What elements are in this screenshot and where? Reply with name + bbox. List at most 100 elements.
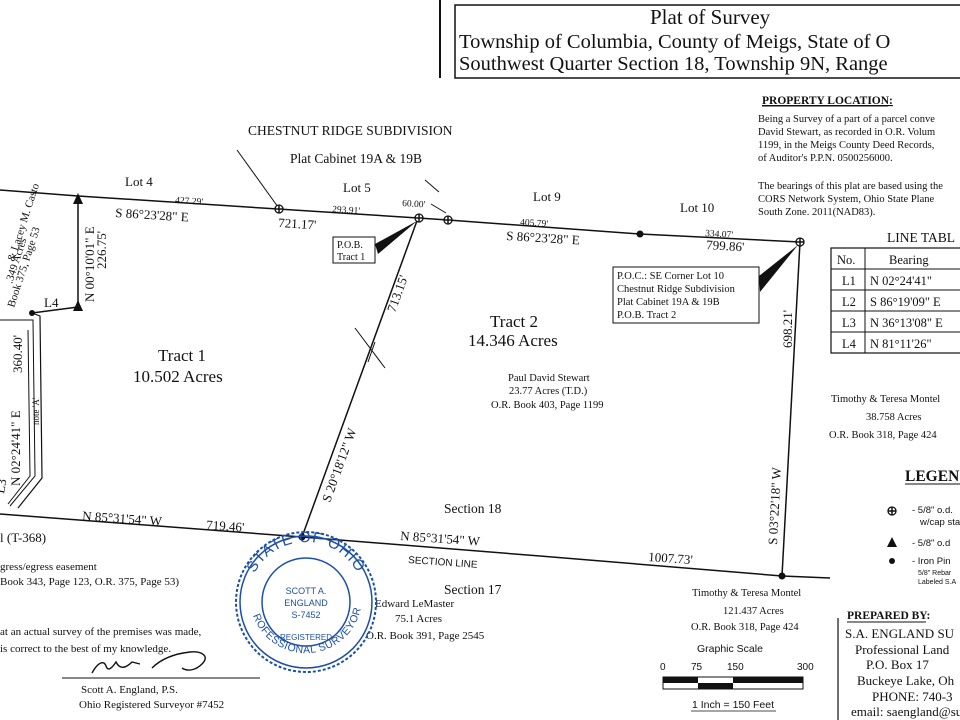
property-location-heading: PROPERTY LOCATION:: [762, 95, 893, 107]
tract1-acres: 10.502 Acres: [133, 367, 223, 386]
prepared-by-line: S.A. ENGLAND SU: [845, 626, 955, 641]
prepared-by-line: PHONE: 740-3: [872, 689, 953, 704]
title-block: Plat of Survey Township of Columbia, Cou…: [439, 0, 960, 79]
rebar-triangle-icon: [73, 300, 83, 311]
graphic-scale: Graphic Scale 0 75 150 300 1 Inch = 150 …: [660, 643, 814, 712]
distance-label: 405.79': [520, 218, 549, 230]
line-table-bearing: N 02°24'41": [870, 274, 932, 288]
prepared-by: PREPARED BY: S.A. ENGLAND SU Professiona…: [837, 610, 960, 720]
poc-line: Plat Cabinet 19A & 19B: [617, 297, 720, 308]
tract2-top-distance: 799.86': [706, 237, 745, 254]
easement-line1: gress/egress easement: [0, 561, 97, 573]
prepared-by-line: Professional Land: [855, 642, 950, 657]
seal-number: S-7452: [291, 610, 320, 620]
prepared-by-line: P.O. Box 17: [866, 657, 929, 672]
west-labels: N 00°10'01" E 226.75' L4 N 02°24'41" E 3…: [0, 181, 109, 494]
division-distance: 713.15': [384, 273, 411, 314]
subdivision-cabinet: Plat Cabinet 19A & 19B: [290, 151, 422, 166]
tract2-name: Tract 2: [490, 312, 538, 331]
lot-label: Lot 4: [125, 174, 153, 189]
property-location-line: of Auditor's P.P.N. 0500256000.: [758, 153, 893, 164]
cap-monument-icon: [414, 213, 424, 223]
distance-label: 334.07': [705, 229, 734, 241]
iron-pin-icon: [298, 533, 306, 541]
property-location-line: David Stewart, as recorded in O.R. Volum: [758, 127, 935, 138]
lemaster-book: O.R. Book 391, Page 2545: [366, 630, 485, 642]
tract2-acres: 14.346 Acres: [468, 331, 558, 350]
east-distance: 698.21': [780, 310, 795, 348]
property-location-line: CORS Network System, Ohio State Plane: [758, 194, 935, 205]
iron-pin-icon: [889, 558, 895, 564]
south-distance-right: 1007.73': [648, 549, 694, 567]
south-bearing-left: N 85°31'54" W: [82, 508, 163, 529]
tract1-name: Tract 1: [158, 346, 206, 365]
poc-arrow: [759, 245, 798, 292]
cap-monument-icon: [274, 204, 284, 214]
prepared-by-line: email: saengland@su: [851, 704, 960, 719]
seal-name-line2: ENGLAND: [284, 598, 328, 608]
montel-south-name: Timothy & Teresa Montel: [692, 588, 801, 599]
lot-label: Lot 10: [680, 200, 714, 215]
montel-north-acres: 38.758 Acres: [866, 412, 921, 423]
line-table-header: No.: [837, 253, 855, 267]
line-table-bearing: N 36°13'08" E: [870, 316, 943, 330]
break-mark: [367, 341, 376, 363]
line-l4-label: L4: [44, 295, 59, 310]
graphic-scale-title: Graphic Scale: [697, 643, 763, 655]
cap-monument-icon: [795, 237, 805, 247]
scale-tick-label: 0: [660, 662, 666, 673]
pob-label: P.O.B.: [337, 240, 363, 251]
distance-label: 293.91': [332, 205, 361, 217]
iron-pin-icon: [636, 230, 644, 238]
property-location-line: The bearings of this plat are based usin…: [758, 181, 943, 192]
easement-line: [0, 319, 36, 507]
west-distance-upper: 226.75': [94, 231, 109, 269]
certification-line1: at an actual survey of the premises was …: [0, 626, 202, 638]
poc-box: P.O.C.: SE Corner Lot 10 Chestnut Ridge …: [612, 245, 798, 324]
graphic-scale-note: 1 Inch = 150 Feet: [692, 699, 774, 711]
note-a-label: note 'A': [31, 397, 41, 425]
south-line-labels: N 85°31'54" W 719.46' N 85°31'54" W 1007…: [0, 501, 693, 597]
montel-north-name: Timothy & Teresa Montel: [831, 394, 940, 405]
iron-pin-icon: [29, 310, 35, 316]
line-table: LINE TABL No. Bearing L1 N 02°24'41" L2 …: [830, 230, 960, 354]
line-table-bearing: N 81°11'26": [870, 337, 932, 351]
lemaster-acres: 75.1 Acres: [395, 613, 442, 625]
plat-subtitle-township: Township of Columbia, County of Meigs, S…: [459, 31, 890, 53]
line-l4: [31, 306, 79, 314]
signature-title: Ohio Registered Surveyor #7452: [79, 699, 224, 711]
line-table-bearing: S 86°19'09" E: [870, 295, 941, 309]
pob-arrow: [375, 221, 417, 254]
legend: LEGEN - 5/8" o.d. w/cap sta - 5/8" o.d -…: [887, 468, 960, 586]
scale-tick-label: 150: [727, 662, 744, 673]
lot-label: Lot 9: [533, 189, 561, 204]
east-boundary-line: [781, 241, 801, 577]
line-l3-label: L3: [0, 478, 9, 495]
west-bearing-upper: N 00°10'01" E: [82, 226, 97, 302]
pob-tract1: P.O.B. Tract 1: [332, 221, 417, 264]
poc-line: P.O.B. Tract 2: [617, 310, 676, 321]
south-boundary-line: [0, 513, 831, 579]
montel-north-book: O.R. Book 318, Page 424: [829, 430, 937, 441]
break-mark: [354, 327, 386, 369]
road-label: l (T-368): [0, 530, 46, 545]
leader-line: [430, 203, 447, 214]
plat-subtitle-section: Southwest Quarter Section 18, Township 9…: [459, 53, 888, 75]
pob-tract-label: Tract 1: [337, 252, 365, 263]
line-table-no: L3: [842, 316, 856, 330]
line-table-no: L1: [842, 274, 856, 288]
signature: Scott A. England, P.S. Ohio Registered S…: [62, 651, 260, 711]
signature-name: Scott A. England, P.S.: [81, 684, 178, 696]
west-line-segment: [17, 312, 43, 509]
cap-monument-icon: [443, 215, 453, 225]
west-bearing-lower: N 02°24'41" E: [8, 410, 23, 486]
division-bearing: S 20°18'12" W: [319, 425, 360, 504]
legend-item-label: - Iron Pin: [912, 556, 951, 567]
stewart-name: Paul David Stewart: [508, 373, 590, 384]
plat-title: Plat of Survey: [650, 5, 771, 29]
subdivision-name: CHESTNUT RIDGE SUBDIVISION: [248, 123, 453, 138]
easement-line: [7, 329, 31, 505]
seal-registered: REGISTERED: [280, 633, 332, 642]
monuments: [29, 193, 805, 580]
bearing-label: S 86°23'28" E: [506, 228, 580, 247]
